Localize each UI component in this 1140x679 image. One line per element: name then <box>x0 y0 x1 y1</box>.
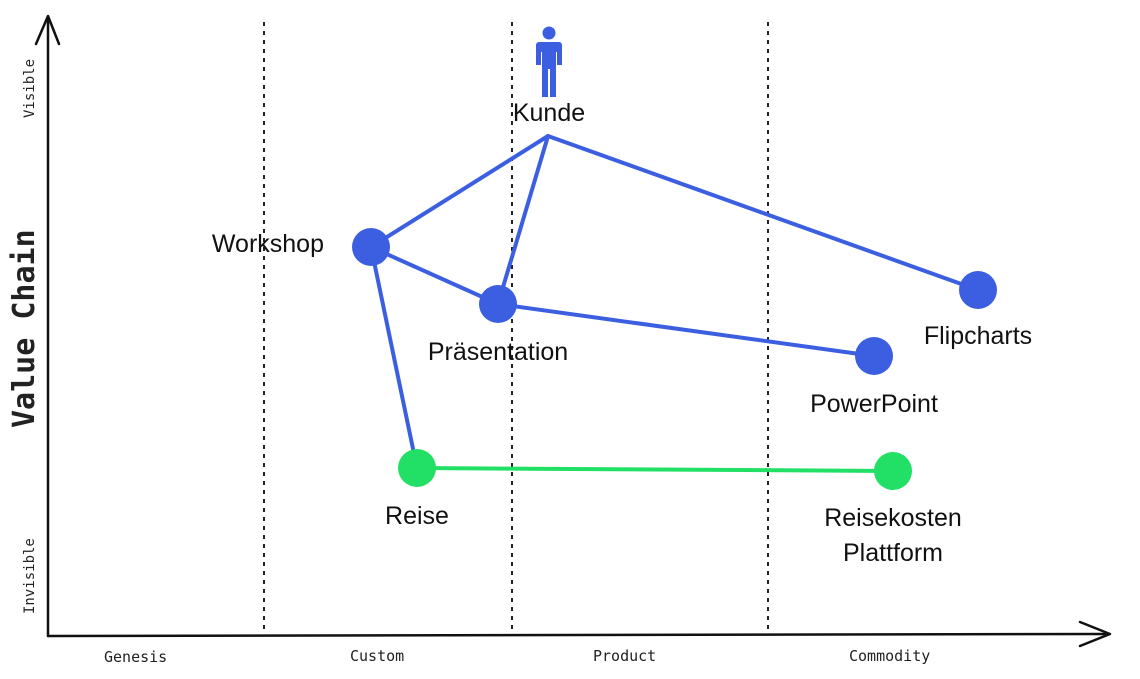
link-workshop-praesentation <box>369 245 500 306</box>
link-workshop-reise <box>369 245 419 470</box>
component-reise[interactable]: Reise <box>385 449 449 530</box>
component-powerpoint[interactable]: PowerPoint <box>810 337 938 418</box>
person-icon <box>536 26 562 97</box>
stage-label-commodity: Commodity <box>849 647 930 665</box>
link-kunde-flipcharts <box>546 134 980 292</box>
component-label: Präsentation <box>428 338 568 366</box>
component-label: Reise <box>385 502 449 530</box>
y-axis-arrowhead <box>34 14 61 46</box>
component-label: Reisekosten <box>824 504 962 532</box>
component-label: PowerPoint <box>810 390 938 418</box>
component-dot <box>855 337 893 375</box>
link-kunde-workshop <box>369 134 550 249</box>
link-praesentation-powerpoint <box>496 302 876 358</box>
user-label: Kunde <box>513 99 585 127</box>
links-layer <box>369 134 980 473</box>
component-label: Workshop <box>212 230 324 258</box>
value-chain-label: Value Chain <box>7 229 42 428</box>
component-dot <box>398 449 436 487</box>
component-label: Flipcharts <box>924 322 1032 350</box>
x-axis-line <box>46 632 1110 638</box>
component-dot <box>874 452 912 490</box>
stage-label-custom: Custom <box>350 647 404 665</box>
stage-label-product: Product <box>593 647 656 665</box>
component-flipcharts[interactable]: Flipcharts <box>924 271 1032 350</box>
visible-label: Visible <box>22 59 38 118</box>
stage-dividers <box>263 22 769 630</box>
stage-label-genesis: Genesis <box>104 648 167 666</box>
user-kunde[interactable]: Kunde <box>513 26 585 128</box>
link-reise-reisekosten <box>415 466 895 473</box>
component-workshop[interactable]: Workshop <box>212 228 390 266</box>
component-dot <box>959 271 997 309</box>
axes <box>34 14 1112 648</box>
component-praesentation[interactable]: Präsentation <box>428 285 568 366</box>
component-dot <box>352 228 390 266</box>
link-kunde-praesentation <box>496 134 550 306</box>
invisible-label: Invisible <box>22 538 38 614</box>
component-label: Plattform <box>843 539 943 567</box>
component-dot <box>479 285 517 323</box>
x-axis-arrowhead <box>1078 620 1112 648</box>
